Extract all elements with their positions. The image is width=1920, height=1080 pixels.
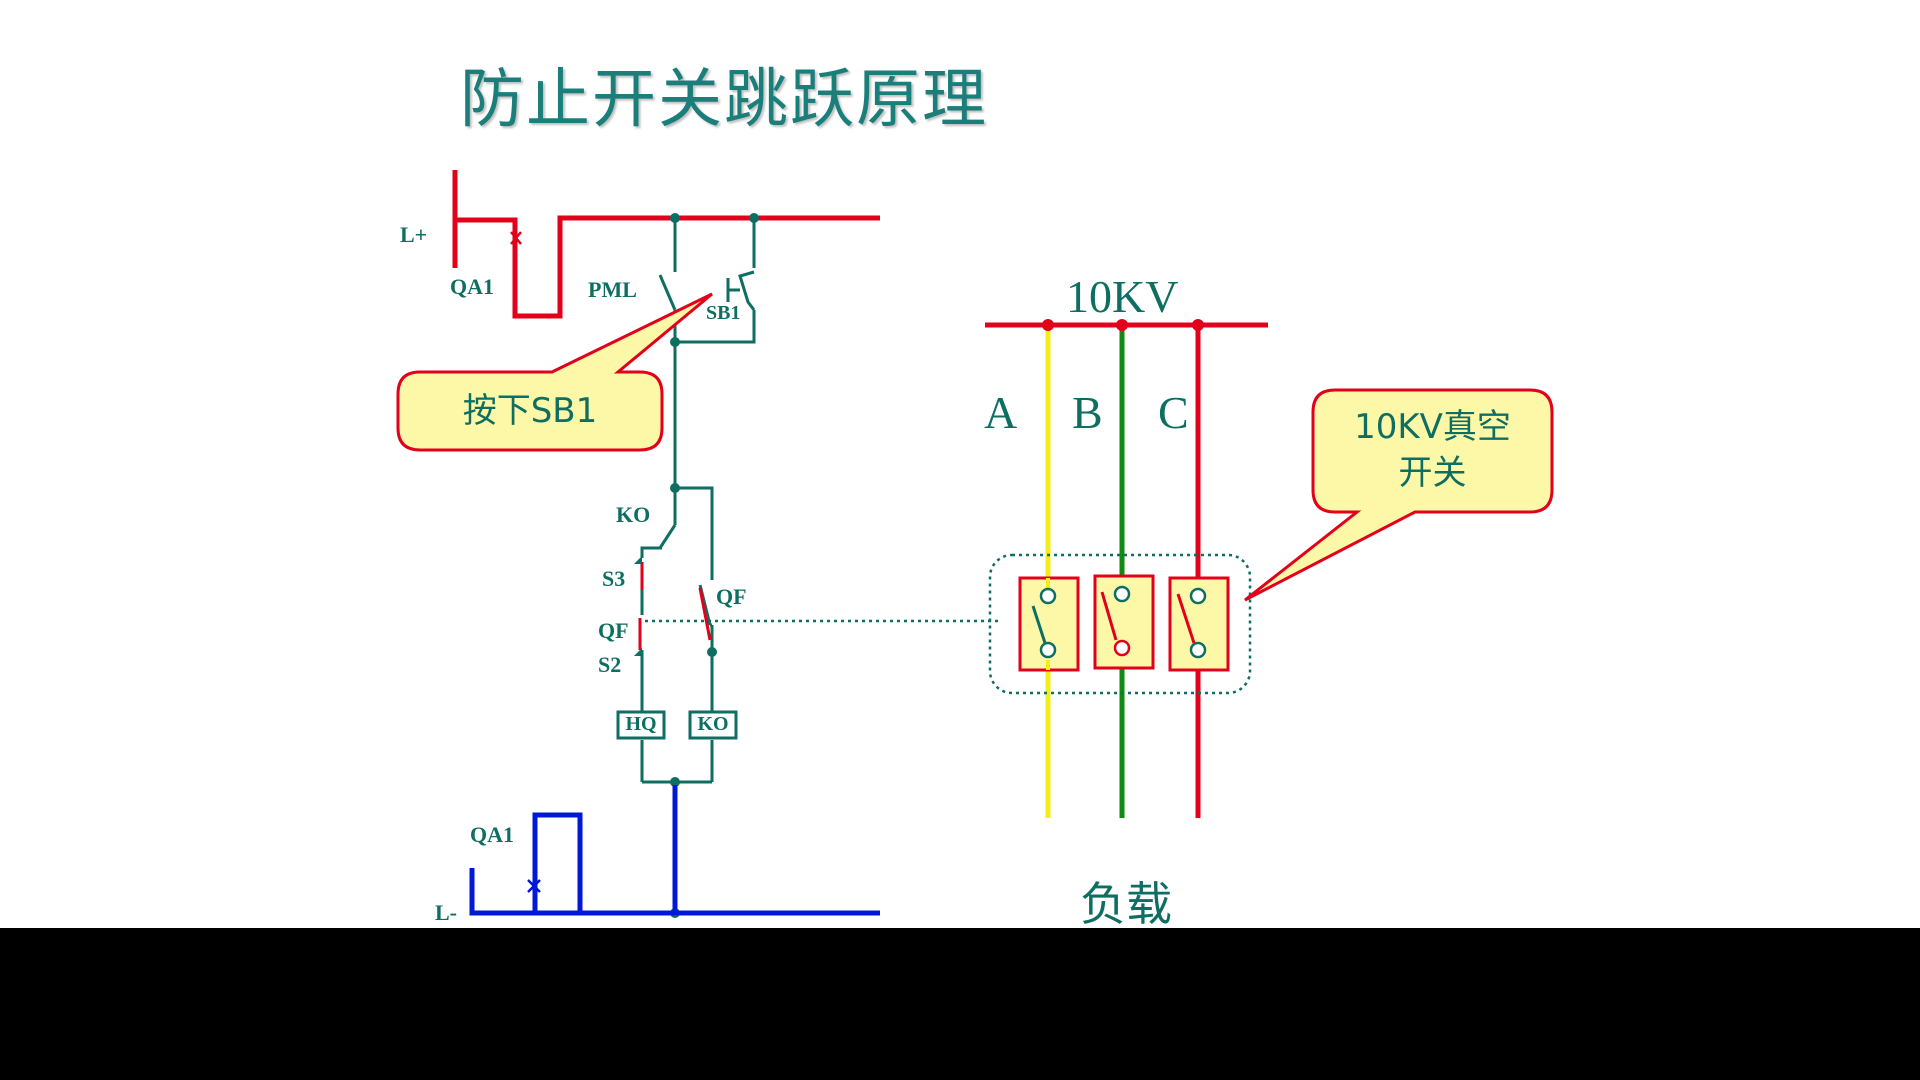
- label-ko-contact: KO: [616, 502, 651, 527]
- callout-press-sb1-text: 按下SB1: [462, 391, 598, 431]
- label-ko-coil: KO: [697, 713, 729, 735]
- label-phase-b: B: [1072, 387, 1103, 438]
- positive-bus: [452, 170, 880, 319]
- qa1-top-switch-mark: [510, 231, 522, 245]
- breaker-enclosure: [988, 553, 1252, 695]
- label-qa1-bottom: QA1: [470, 822, 514, 847]
- label-phase-c: C: [1158, 387, 1189, 438]
- label-pml: PML: [588, 277, 637, 302]
- control-wiring: [640, 218, 756, 790]
- s3-qf-s2-contacts: [638, 562, 712, 650]
- label-s2: S2: [598, 652, 622, 677]
- label-phase-a: A: [984, 387, 1018, 438]
- callout-breaker-line2: 开关: [1398, 453, 1467, 493]
- label-load: 负载: [1080, 877, 1172, 931]
- breaker-pole-b: [1093, 574, 1155, 670]
- label-qf-right: QF: [716, 584, 747, 609]
- slide-title: 防止开关跳跃原理: [460, 63, 988, 137]
- negative-bus: [469, 785, 880, 916]
- callout-breaker-line1: 10KV真空: [1354, 407, 1511, 447]
- label-s3: S3: [602, 566, 626, 591]
- small-contact-marks: [634, 556, 642, 656]
- ko-coil-box: [688, 710, 738, 740]
- breaker-callout-bubble: [1244, 388, 1554, 602]
- label-qa1-top: QA1: [450, 274, 494, 299]
- busbar-junctions: [1042, 319, 1204, 331]
- press-sb1-callout-bubble: [396, 292, 713, 452]
- breaker-pole-c: [1168, 576, 1230, 672]
- qa1-bottom-switch-mark: [527, 879, 541, 893]
- hq-coil-box: [616, 710, 666, 740]
- label-sb1: SB1: [706, 302, 741, 324]
- label-l-minus: L-: [435, 900, 457, 925]
- label-10kv: 10KV: [1066, 271, 1179, 322]
- label-hq-coil: HQ: [625, 713, 657, 735]
- label-qf-left: QF: [598, 618, 629, 643]
- breaker-pole-a: [1018, 576, 1080, 672]
- label-l-plus: L+: [400, 222, 428, 247]
- bottom-black-bar: [0, 928, 1920, 1080]
